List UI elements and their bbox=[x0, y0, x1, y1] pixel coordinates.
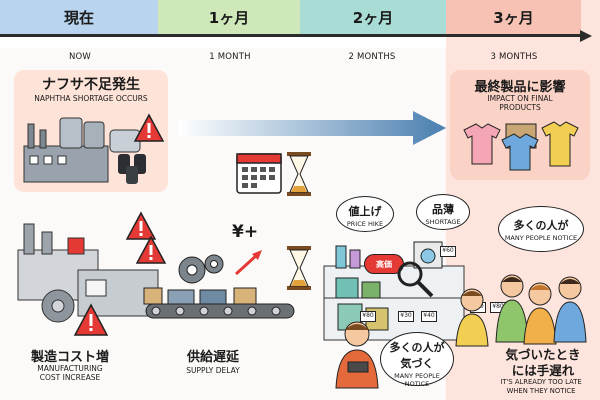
naphtha-subtitle: NAPHTHA SHORTAGE OCCURS bbox=[34, 94, 148, 103]
final-subtitle-1: IMPACT ON FINAL bbox=[487, 94, 553, 103]
timeline-arrow bbox=[0, 30, 592, 42]
progression-arrow bbox=[178, 111, 446, 145]
warning-icon bbox=[125, 211, 157, 240]
warning-icon bbox=[133, 113, 165, 142]
too-late-title-1: 気づいたとき bbox=[505, 347, 581, 362]
worried-person bbox=[455, 288, 489, 347]
price-tag: ¥40 bbox=[421, 311, 437, 322]
shopper-person bbox=[335, 321, 379, 389]
conveyor-belt-illustration bbox=[143, 250, 295, 319]
shortage-bubble: 品薄 SHORTAGE bbox=[416, 194, 470, 230]
crowd-of-people bbox=[495, 274, 587, 345]
supply-delay-subtitle: SUPPLY DELAY bbox=[186, 366, 240, 375]
refinery-illustration bbox=[23, 117, 146, 184]
supply-delay-title: 供給遅延 bbox=[186, 350, 239, 365]
price-tag: ¥60 bbox=[440, 246, 456, 257]
warning-icon bbox=[73, 303, 109, 336]
timeline-label-now: NOW bbox=[68, 52, 92, 62]
timeline-label-1m: 1 MONTH bbox=[209, 52, 251, 62]
mfg-cost-title: 製造コスト増 bbox=[30, 350, 109, 365]
too-late-subtitle-2: WHEN THEY NOTICE bbox=[506, 387, 576, 395]
many-people-notice-bubble: 多くの人が MANY PEOPLE NOTICE bbox=[498, 206, 584, 252]
timeline-segment-1m: 1ヶ月 bbox=[158, 0, 300, 36]
timeline-label-2m: 2 MONTHS bbox=[348, 52, 396, 62]
yen-increase-symbol: ¥+ bbox=[232, 222, 259, 242]
hourglass-icon bbox=[287, 246, 311, 290]
too-late-subtitle-1: IT'S ALREADY TOO LATE bbox=[500, 378, 582, 386]
price-tag: ¥80 bbox=[360, 311, 376, 322]
too-late-title-2: には手遅れ bbox=[511, 363, 575, 378]
final-subtitle-2: PRODUCTS bbox=[499, 103, 541, 112]
price-hike-bubble: 値上げ PRICE HIKE bbox=[336, 196, 394, 232]
people-notice-bubble: 多くの人が 気づく MANY PEOPLE NOTICE bbox=[380, 332, 454, 388]
mfg-cost-subtitle-2: COST INCREASE bbox=[39, 373, 101, 382]
magnifier-icon bbox=[397, 261, 434, 298]
warning-icon bbox=[135, 235, 167, 264]
naphtha-title: ナフサ不足発生 bbox=[42, 77, 140, 93]
final-title: 最終製品に影響 bbox=[474, 80, 566, 95]
calendar-icon bbox=[236, 153, 282, 194]
price-tag: ¥30 bbox=[398, 311, 414, 322]
timeline-segment-2m: 2ヶ月 bbox=[300, 0, 446, 36]
mfg-cost-subtitle-1: MANUFACTURING bbox=[37, 364, 103, 373]
timeline-label-3m: 3 MONTHS bbox=[490, 52, 538, 62]
hourglass-icon bbox=[287, 152, 311, 196]
clothing-products-illustration bbox=[463, 121, 579, 171]
